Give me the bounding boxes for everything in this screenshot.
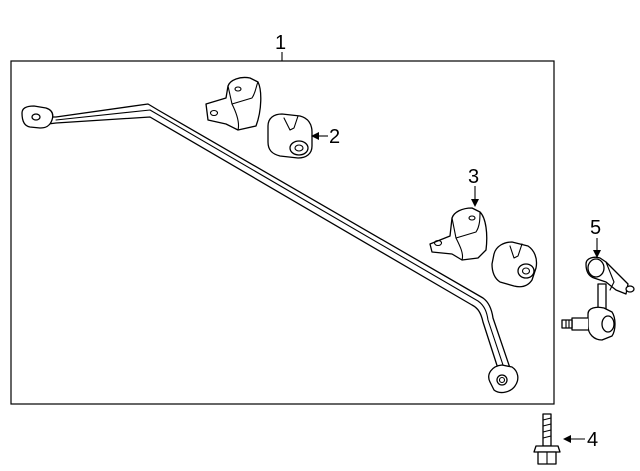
bushing-upper	[267, 113, 313, 159]
callout-4-label: 4	[587, 429, 598, 451]
flange-bolt	[533, 413, 561, 465]
callout-2-label: 2	[329, 126, 340, 148]
stabilizer-bar	[21, 103, 519, 394]
bracket-lower	[429, 207, 488, 261]
bushing-lower	[491, 241, 538, 288]
bracket-upper	[205, 76, 262, 131]
stabilizer-link	[561, 256, 635, 341]
callout-1-label: 1	[275, 32, 286, 54]
callout-3-label: 3	[468, 166, 479, 188]
callout-5-label: 5	[590, 217, 601, 239]
